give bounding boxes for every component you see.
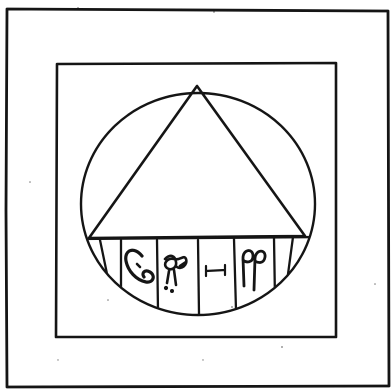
band-divider-5 xyxy=(234,239,236,310)
bottom-band xyxy=(80,237,318,314)
scribble-range-mark xyxy=(206,265,225,276)
band-divider-3 xyxy=(157,240,158,311)
triangle xyxy=(89,86,305,238)
outer-frame xyxy=(6,9,389,387)
scribble-glyphs xyxy=(126,250,265,292)
scribble-dots xyxy=(164,286,173,292)
band-divider-6 xyxy=(274,238,275,300)
scribble-loops xyxy=(243,251,265,290)
inner-frame xyxy=(56,63,336,337)
scribble-cluster xyxy=(165,256,186,285)
band-divider-7 xyxy=(286,237,293,289)
band-divider-4 xyxy=(198,240,199,314)
paper-specks xyxy=(29,7,376,361)
scribble-curl-dot xyxy=(137,264,140,267)
